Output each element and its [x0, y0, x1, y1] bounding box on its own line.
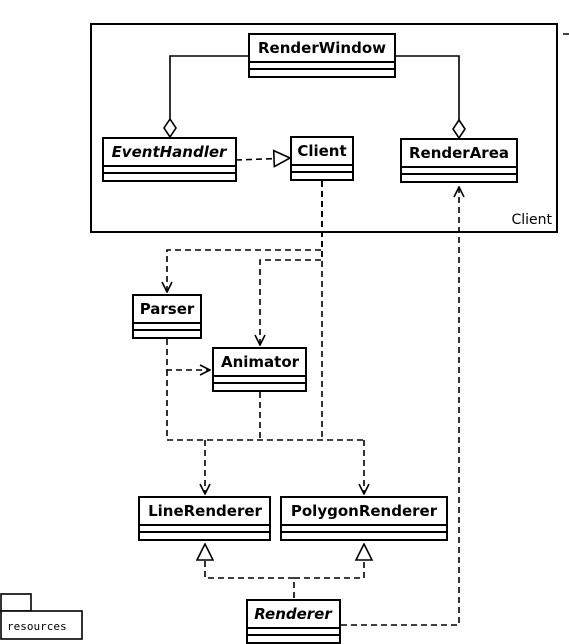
aggregation-renderwindow-renderarea — [395, 55, 459, 138]
class-parser-name: Parser — [140, 300, 195, 318]
resources-folder[interactable]: resources — [0, 593, 83, 640]
realization-renderer-linerenderer — [205, 544, 295, 598]
class-eventhandler[interactable]: EventHandler — [102, 137, 237, 182]
aggregation-renderwindow-eventhandler — [170, 55, 249, 137]
realization-eventhandler-client — [235, 158, 290, 160]
class-renderarea-name: RenderArea — [409, 144, 509, 162]
class-linerenderer[interactable]: LineRenderer — [138, 496, 271, 541]
class-polygonrenderer[interactable]: PolygonRenderer — [280, 496, 448, 541]
client-package: Client — [90, 23, 558, 233]
class-renderer-name: Renderer — [254, 605, 333, 623]
dependency-client-parser — [167, 181, 323, 292]
class-linerenderer-name: LineRenderer — [148, 502, 262, 520]
class-eventhandler-name: EventHandler — [112, 143, 228, 161]
realization-renderer-polygonrenderer — [294, 544, 364, 579]
dependency-parser-animator — [166, 339, 210, 370]
class-renderer[interactable]: Renderer — [246, 599, 341, 644]
class-client-name: Client — [297, 142, 346, 160]
folder-tab — [0, 593, 32, 612]
dependency-client-animator — [260, 181, 323, 345]
client-package-label: Client — [511, 212, 552, 228]
dependency-parser-trunk — [166, 370, 364, 441]
class-renderwindow[interactable]: RenderWindow — [248, 33, 396, 78]
class-animator[interactable]: Animator — [212, 347, 307, 392]
class-renderwindow-name: RenderWindow — [258, 39, 386, 57]
dependency-renderer-renderarea — [341, 187, 459, 626]
class-animator-name: Animator — [221, 353, 300, 371]
class-parser[interactable]: Parser — [132, 294, 202, 339]
resources-folder-label: resources — [7, 620, 67, 633]
folder-body — [0, 610, 83, 640]
class-client[interactable]: Client — [290, 136, 354, 181]
class-renderarea[interactable]: RenderArea — [400, 138, 518, 183]
class-polygonrenderer-name: PolygonRenderer — [291, 502, 438, 520]
